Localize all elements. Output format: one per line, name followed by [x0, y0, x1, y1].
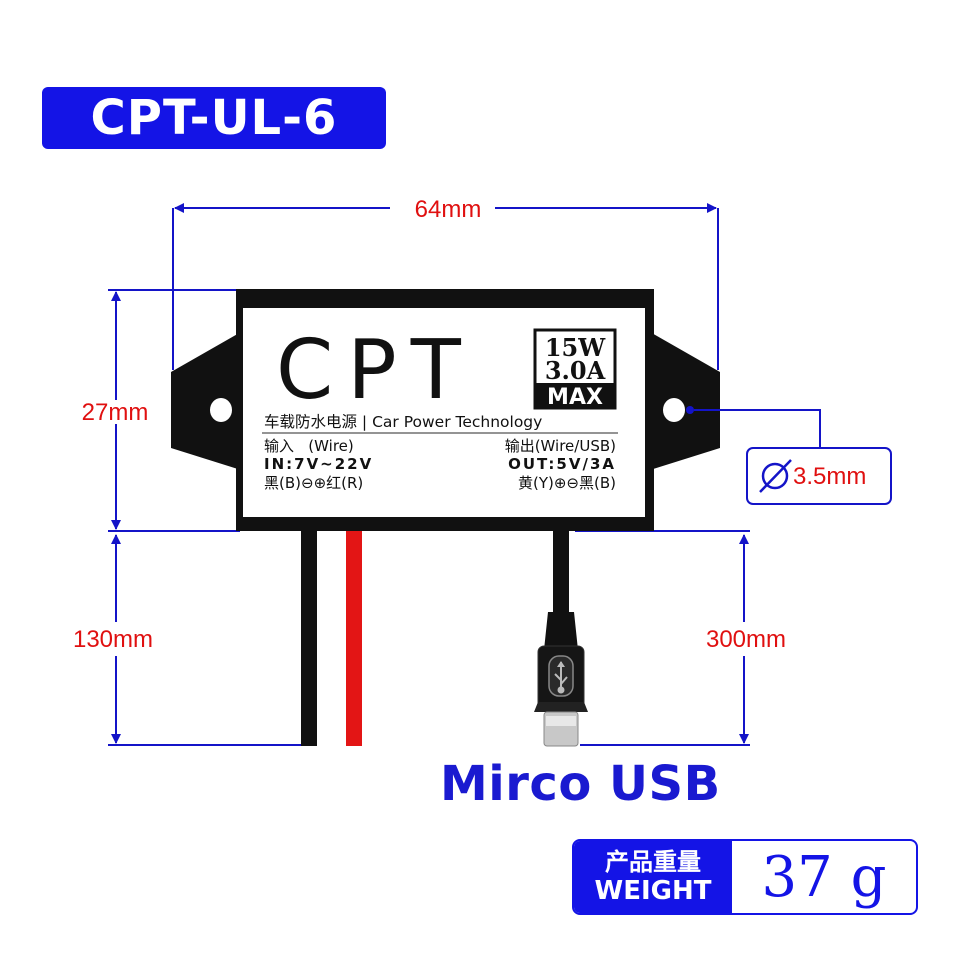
weight-box: 产品重量 WEIGHT 37 g	[572, 839, 918, 915]
usb-plug	[534, 612, 588, 747]
usb-cable	[553, 530, 569, 620]
diameter-icon	[759, 459, 792, 493]
rating-current: 3.0A	[545, 356, 606, 385]
right-mount-hole	[663, 398, 685, 422]
weight-value: 37 g	[761, 844, 887, 910]
hole-label: 3.5mm	[793, 463, 866, 490]
input-spec: IN:7V~22V	[264, 455, 373, 473]
red-wire	[346, 530, 362, 746]
rating-badge: 15W 3.0A MAX	[533, 328, 617, 410]
weight-label-en: WEIGHT	[594, 876, 712, 906]
rating-max: MAX	[547, 385, 603, 410]
input-cable-label: 130mm	[73, 626, 153, 653]
hole-callout: 3.5mm	[694, 409, 892, 505]
height-label: 27mm	[82, 399, 149, 426]
weight-label: 产品重量 WEIGHT	[574, 841, 732, 913]
brand-logo: CPT	[276, 323, 475, 418]
height-dimension: 27mm	[82, 289, 240, 532]
output-cable-dimension: 300mm	[575, 530, 786, 746]
input-header: 输入 (Wire)	[264, 437, 354, 455]
rating-power: 15W	[545, 333, 606, 362]
model-title: CPT-UL-6	[42, 87, 386, 149]
weight-label-cn: 产品重量	[605, 848, 701, 876]
usb-icon	[554, 661, 568, 694]
black-wire	[301, 530, 317, 746]
input-wires: 黑(B)⊖⊕红(R)	[264, 474, 363, 492]
output-cable-label: 300mm	[706, 626, 786, 653]
output-spec: OUT:5V/3A	[508, 455, 616, 473]
width-label: 64mm	[415, 196, 482, 223]
connector-label: Mirco USB	[440, 756, 721, 812]
input-cable-dimension: 130mm	[73, 534, 305, 746]
hole-pointer-dot	[686, 406, 694, 414]
output-wires: 黄(Y)⊕⊖黑(B)	[518, 474, 616, 492]
device-subtitle: 车载防水电源 | Car Power Technology	[264, 413, 542, 431]
left-mount-hole	[210, 398, 232, 422]
width-dimension: 64mm	[172, 196, 719, 370]
output-header: 输出(Wire/USB)	[505, 437, 616, 455]
